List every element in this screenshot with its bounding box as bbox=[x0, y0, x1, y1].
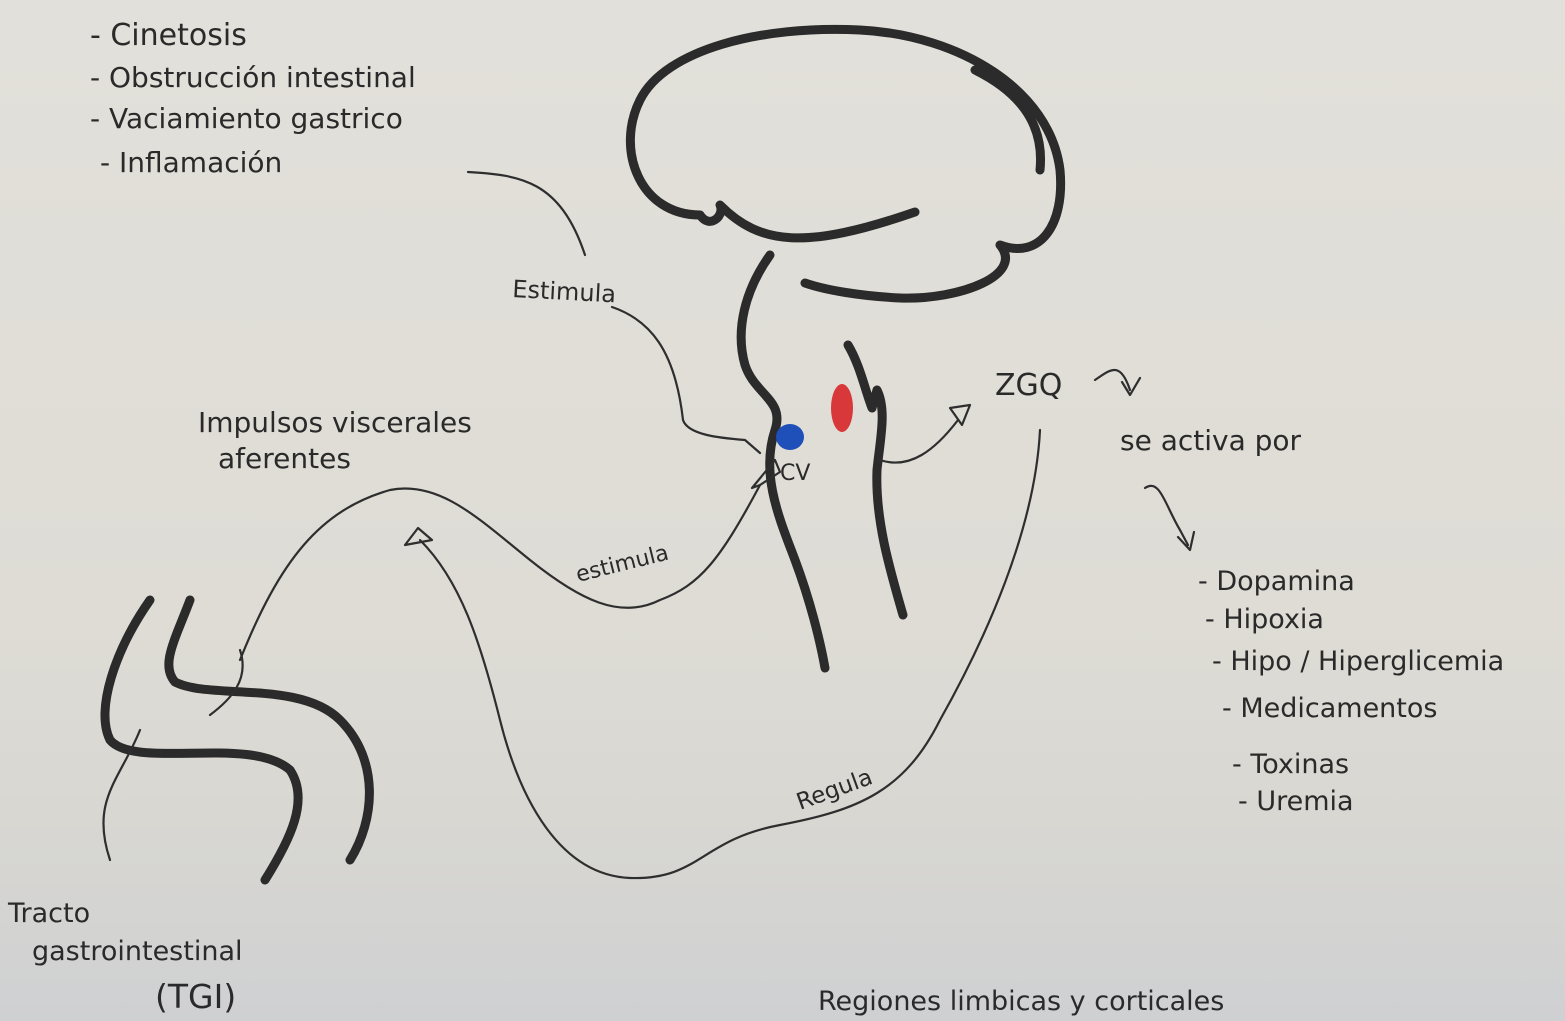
label-cv: CV bbox=[780, 461, 810, 486]
label-zgq: ZGQ bbox=[995, 368, 1062, 403]
activator-item-toxinas: - Toxinas bbox=[1232, 749, 1349, 780]
zgq-arrowhead bbox=[950, 405, 970, 425]
cause-item-obstruccion: - Obstrucción intestinal bbox=[90, 61, 416, 94]
cause-item-inflamacion: - Inflamación bbox=[100, 146, 282, 179]
label-estimula-top: Estimula bbox=[512, 275, 617, 308]
label-tgi-line2: gastrointestinal bbox=[32, 936, 243, 967]
label-tgi-line3: (TGI) bbox=[155, 977, 236, 1016]
label-se-activa-por: se activa por bbox=[1120, 424, 1302, 457]
zgq-squiggle-arrow bbox=[1095, 370, 1140, 395]
label-tgi-line1: Tracto bbox=[7, 898, 90, 929]
label-regiones-limbicas: Regiones limbicas y corticales bbox=[818, 986, 1224, 1017]
label-impulsos-line2: aferentes bbox=[218, 442, 351, 475]
activator-item-dopamina: - Dopamina bbox=[1198, 566, 1355, 597]
activator-item-hipoxia: - Hipoxia bbox=[1205, 604, 1324, 635]
label-regula: Regula bbox=[793, 764, 876, 815]
afferent-path bbox=[240, 485, 760, 660]
regula-arrowhead bbox=[405, 528, 432, 545]
brain-outline bbox=[630, 29, 1060, 298]
label-estimula-mid: estimula bbox=[573, 541, 671, 588]
label-impulsos-line1: Impulsos viscerales bbox=[198, 406, 472, 439]
activator-item-glicemia: - Hipo / Hiperglicemia bbox=[1212, 646, 1504, 677]
zgq-arrow bbox=[880, 420, 958, 463]
zgq-nucleus-dot bbox=[831, 384, 853, 432]
activator-item-uremia: - Uremia bbox=[1238, 786, 1354, 817]
brainstem-right bbox=[848, 345, 903, 615]
estimula-top-path bbox=[468, 172, 585, 255]
brain-fold bbox=[700, 205, 915, 238]
activa-squiggle-arrow bbox=[1145, 486, 1194, 550]
tgi-outer bbox=[169, 600, 370, 860]
cause-item-vaciamiento: - Vaciamiento gastrico bbox=[90, 102, 403, 135]
activator-item-medicamentos: - Medicamentos bbox=[1222, 693, 1437, 724]
regula-path bbox=[420, 430, 1040, 878]
tgi-inner bbox=[105, 600, 298, 880]
cause-item-cinetosis: - Cinetosis bbox=[90, 18, 247, 53]
cv-nucleus-dot bbox=[776, 424, 804, 450]
